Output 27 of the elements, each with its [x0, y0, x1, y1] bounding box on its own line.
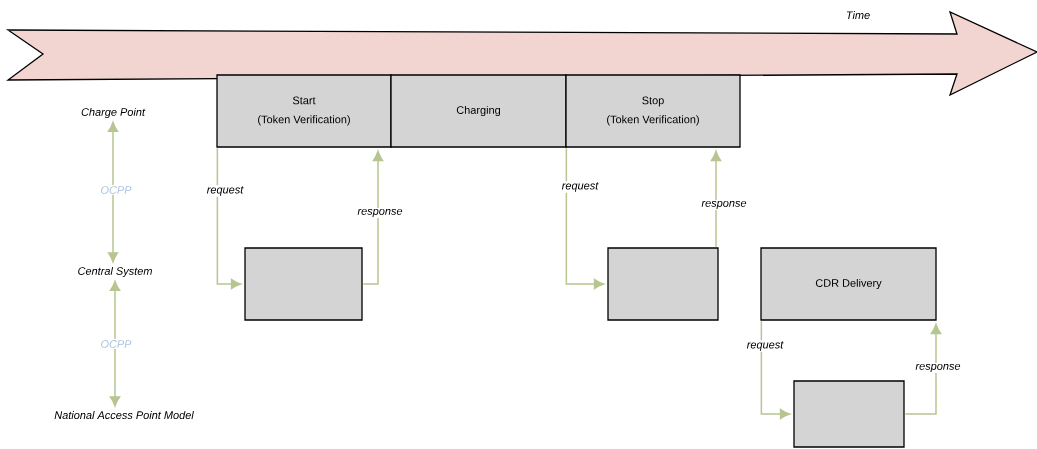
arrow — [760, 320, 791, 420]
arrow — [216, 147, 242, 290]
entity-label: Charge Point — [81, 107, 146, 119]
empty-box — [607, 247, 719, 321]
entity-label: National Access Point Model — [54, 410, 194, 419]
empty-box — [793, 380, 905, 448]
edge-label: request — [560, 181, 600, 193]
arrow — [109, 280, 121, 407]
arrow — [565, 147, 605, 290]
process-box: Start (Token Verification) — [216, 74, 392, 148]
empty-box — [244, 247, 363, 321]
edge-label: response — [356, 207, 404, 219]
edge-label: response — [914, 362, 962, 374]
process-box: Charging — [390, 74, 567, 148]
edge-label: request — [205, 185, 245, 197]
process-box: CDR Delivery — [760, 247, 937, 321]
edge-label: OCPP — [99, 185, 133, 195]
process-box: Stop (Token Verification) — [565, 74, 741, 148]
axis-label: Time — [846, 10, 870, 19]
edge-label: response — [700, 199, 748, 211]
edge-label: OCPP — [99, 339, 133, 349]
entity-label: Central System — [78, 266, 152, 278]
edge-label: request — [745, 340, 785, 352]
arrow — [107, 121, 119, 263]
arrow — [904, 323, 942, 415]
arrow — [362, 150, 384, 285]
arrow — [710, 150, 722, 248]
